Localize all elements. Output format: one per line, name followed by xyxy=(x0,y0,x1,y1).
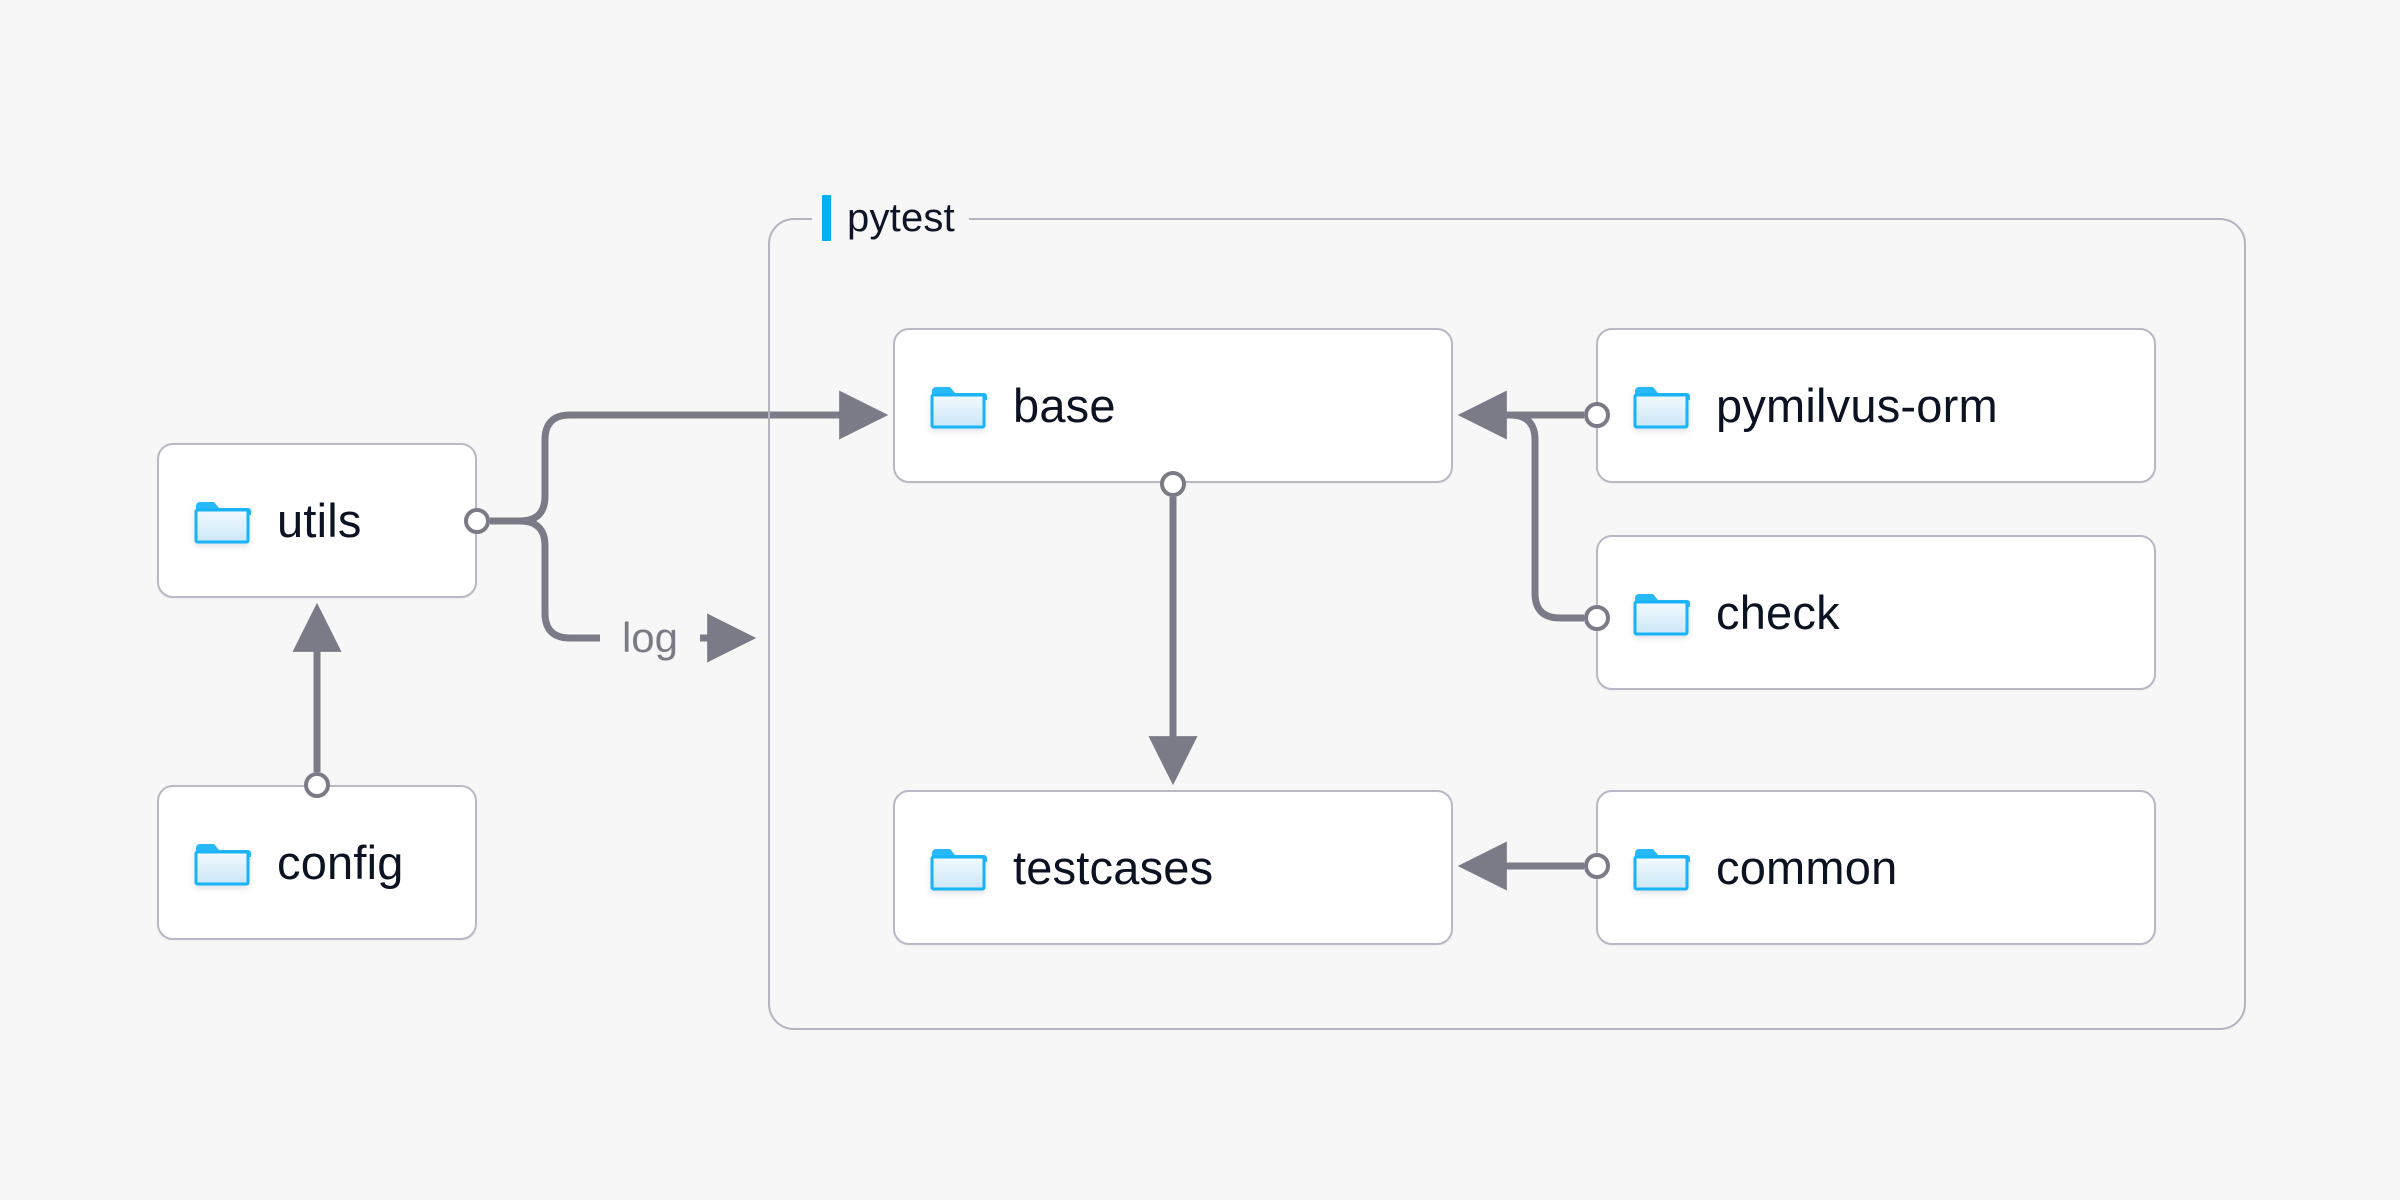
node-label: check xyxy=(1716,586,1840,639)
port-check-left[interactable] xyxy=(1584,605,1610,631)
port-utils-right[interactable] xyxy=(464,508,490,534)
node-label: utils xyxy=(277,494,362,547)
port-pymilvus-orm-left[interactable] xyxy=(1584,402,1610,428)
node-check[interactable]: check xyxy=(1596,535,2156,690)
edge-label-log: log xyxy=(613,614,687,662)
node-pymilvus-orm[interactable]: pymilvus-orm xyxy=(1596,328,2156,483)
folder-icon xyxy=(193,839,251,887)
group-title: pytest xyxy=(847,195,955,240)
node-label: common xyxy=(1716,841,1898,894)
node-common[interactable]: common xyxy=(1596,790,2156,945)
folder-icon xyxy=(929,844,987,892)
node-label: pymilvus-orm xyxy=(1716,379,1998,432)
group-pytest-label: pytest xyxy=(812,191,969,245)
node-label: config xyxy=(277,836,404,889)
node-label: base xyxy=(1013,379,1116,432)
folder-icon xyxy=(193,497,251,545)
node-label: testcases xyxy=(1013,841,1214,894)
folder-icon xyxy=(929,382,987,430)
edge-utils-log xyxy=(519,517,600,642)
node-testcases[interactable]: testcases xyxy=(893,790,1453,945)
port-common-left[interactable] xyxy=(1584,853,1610,879)
group-accent-bar xyxy=(822,195,831,241)
node-utils[interactable]: utils xyxy=(157,443,477,598)
folder-icon xyxy=(1632,589,1690,637)
port-base-bottom[interactable] xyxy=(1160,471,1186,497)
folder-icon xyxy=(1632,382,1690,430)
node-config[interactable]: config xyxy=(157,785,477,940)
port-config-top[interactable] xyxy=(304,772,330,798)
group-pytest[interactable] xyxy=(768,218,2246,1030)
node-base[interactable]: base xyxy=(893,328,1453,483)
folder-icon xyxy=(1632,844,1690,892)
